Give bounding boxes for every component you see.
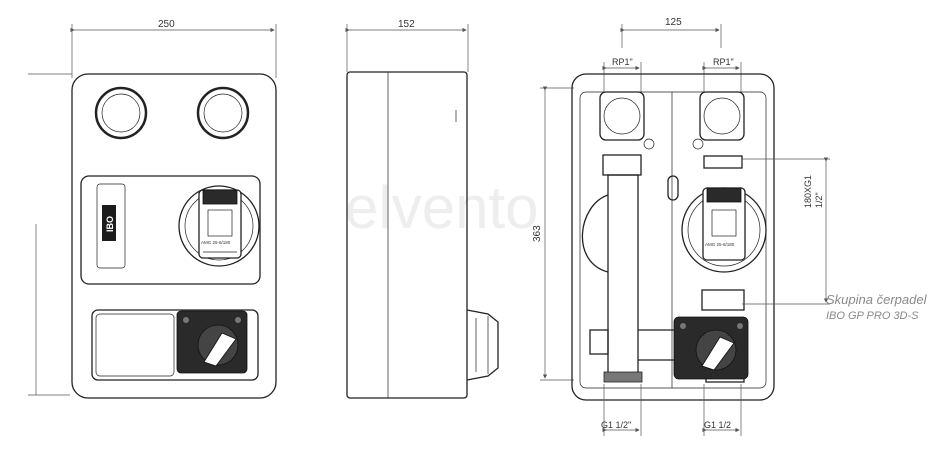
back-valve	[673, 316, 749, 380]
front-pump: AMG 25-6/180	[178, 185, 260, 267]
pipe-spacing-label: 125	[665, 17, 682, 28]
front-view: 250 IBO AMG 25-6/180	[28, 19, 277, 399]
top-connection-right-label: RP1"	[713, 57, 734, 67]
front-width-label: 250	[158, 19, 175, 30]
top-connection-left-label: RP1"	[612, 57, 633, 67]
logo-badge	[102, 205, 116, 241]
front-pump-label: AMG 25-6/180	[201, 240, 231, 245]
back-view: 125 RP1" RP1" 363	[532, 17, 830, 436]
front-valve	[176, 310, 248, 374]
side-depth-label: 152	[398, 19, 415, 30]
logo-text: IBO	[105, 216, 115, 232]
height-label: 363	[532, 225, 543, 242]
caption: Skupina čerpadel IBO GP PRO 3D-S	[826, 291, 926, 325]
caption-title: Skupina čerpadel	[826, 292, 927, 307]
bottom-connection-right-label: G1 1/2	[704, 420, 731, 430]
back-pump-label: AMG 25-6/180	[705, 242, 735, 247]
pump-connection-label: 1/2"	[814, 192, 824, 208]
bottom-connection-left-label: G1 1/2"	[601, 420, 631, 430]
front-port-right	[196, 86, 250, 140]
pump-length-label: 180XG1	[803, 175, 813, 208]
front-port-left	[94, 86, 148, 140]
back-pump: AMG 25-6/180	[667, 91, 767, 383]
side-view: 152	[345, 19, 499, 399]
left-pipe-assembly	[581, 91, 676, 383]
watermark: elvento	[345, 174, 538, 241]
caption-subtitle: IBO GP PRO 3D-S	[826, 310, 919, 322]
